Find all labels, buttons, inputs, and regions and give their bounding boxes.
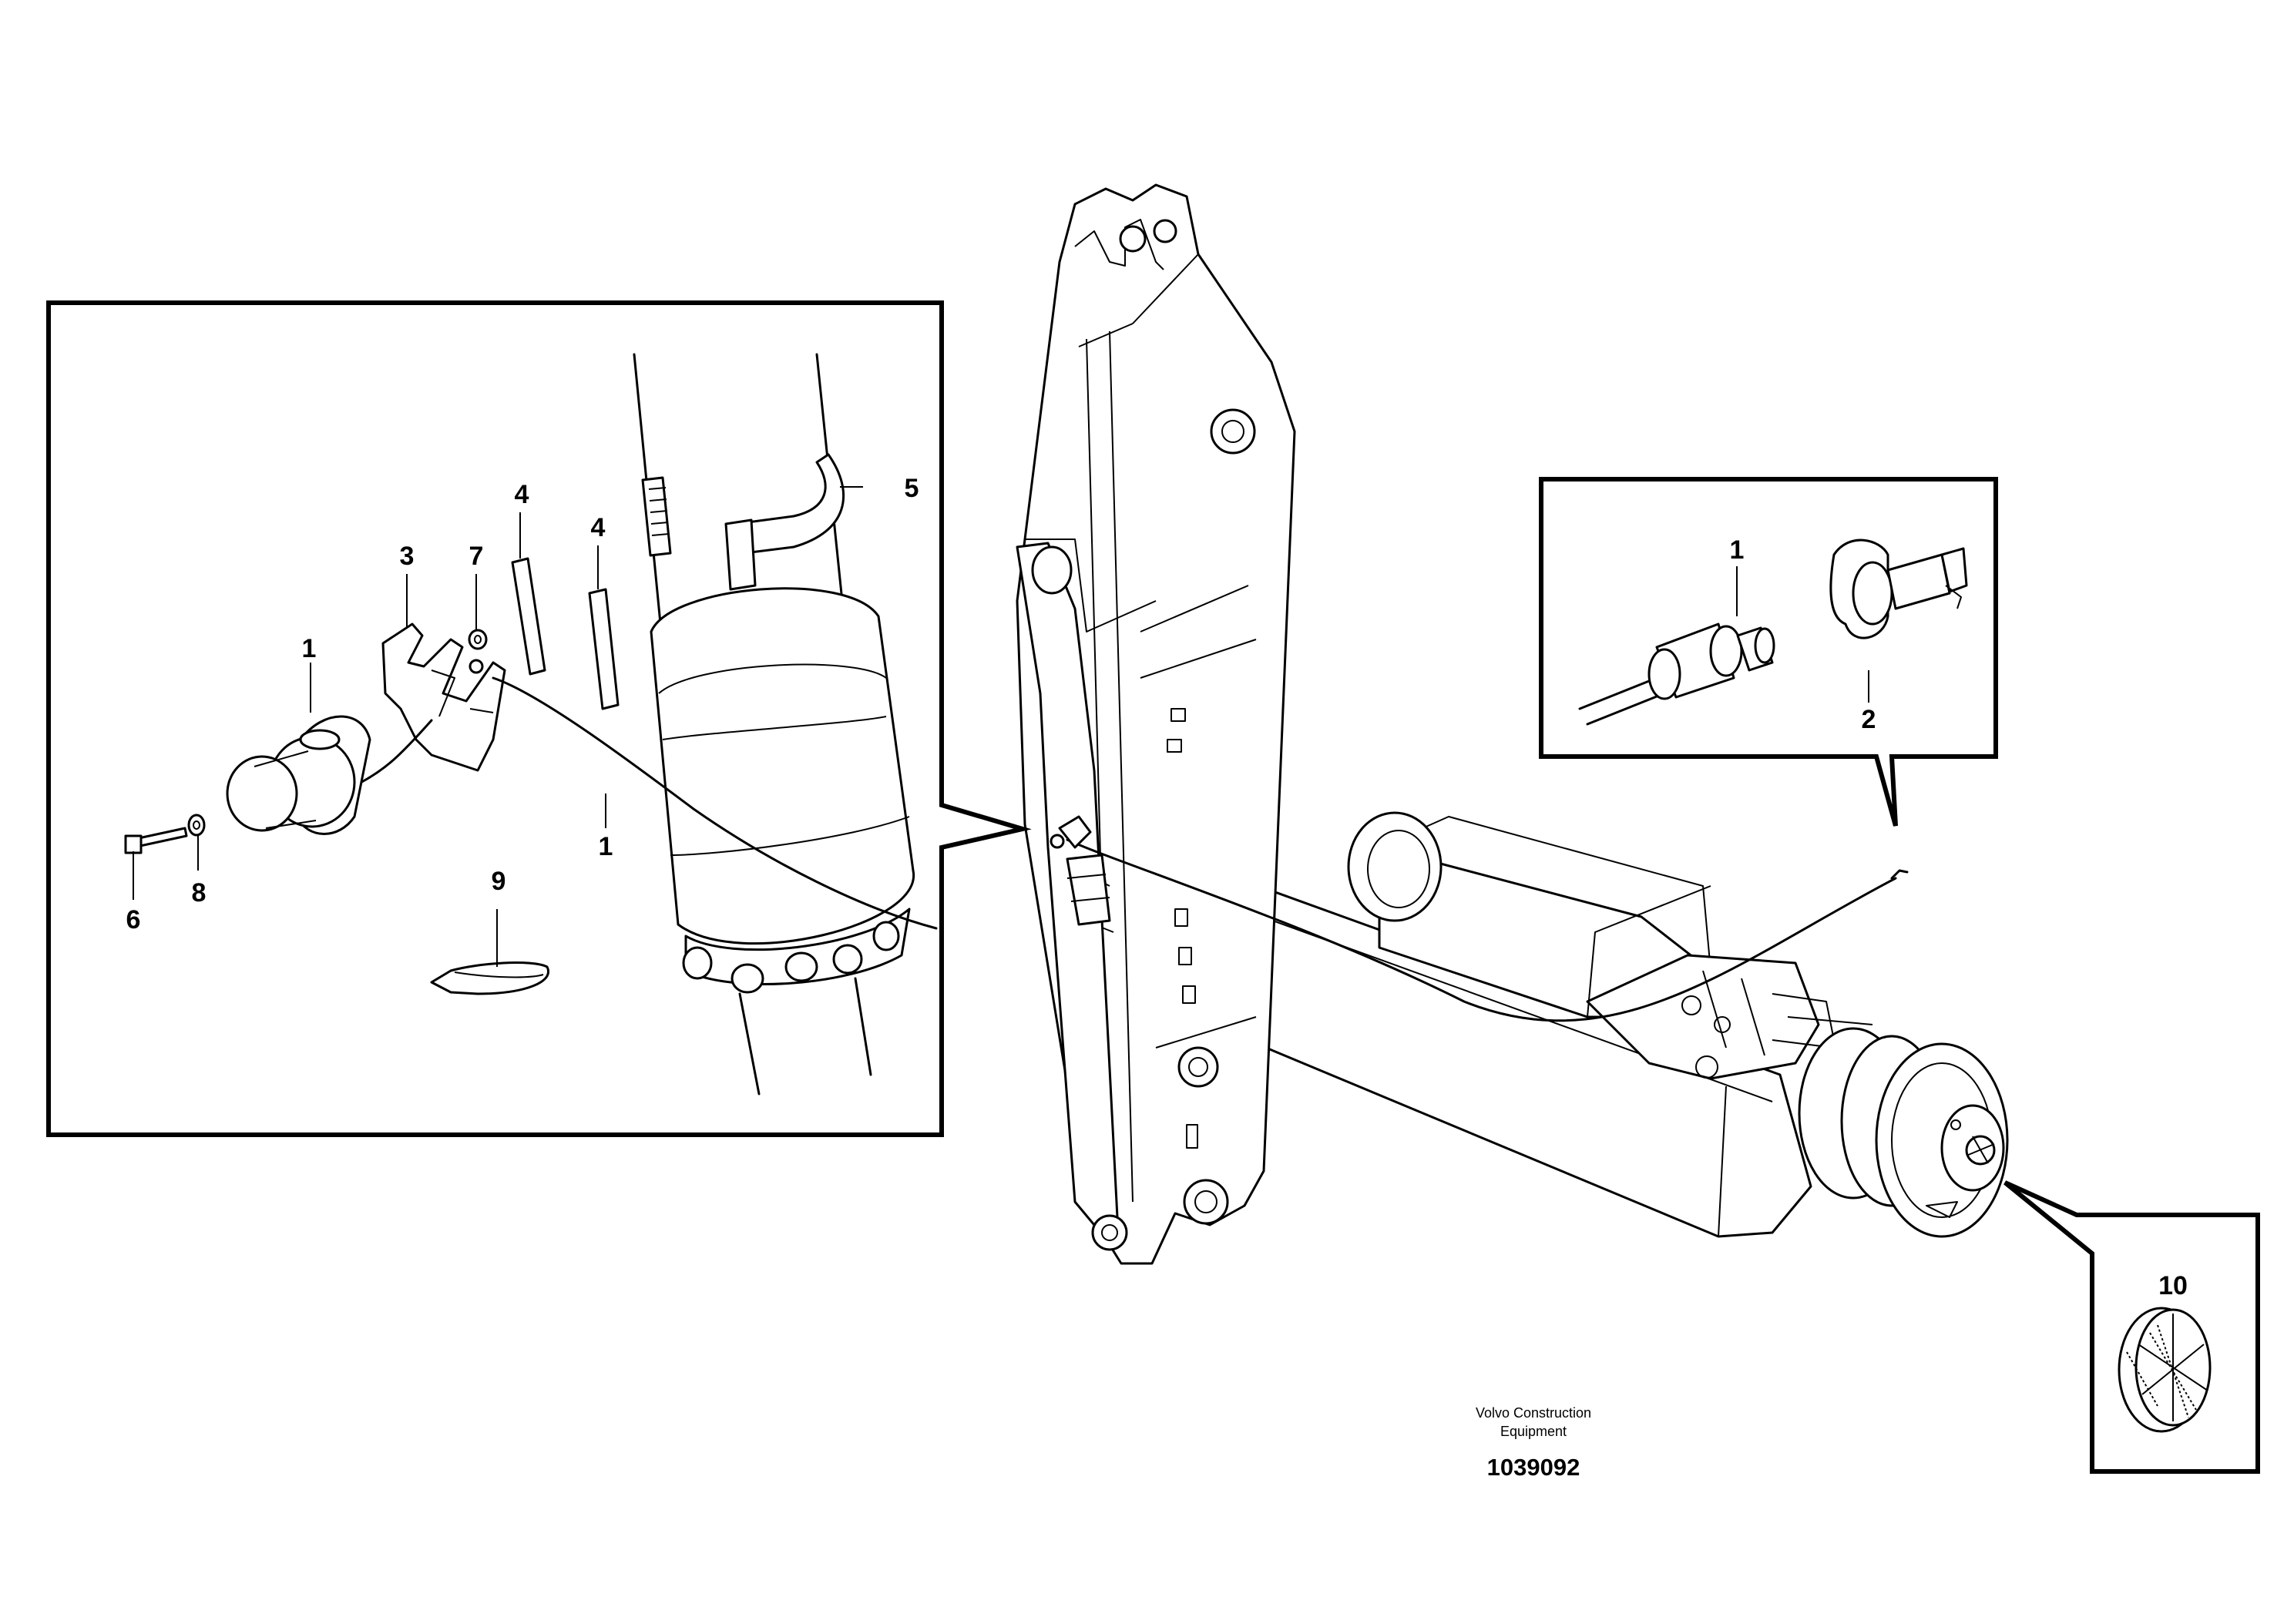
callout-1: 1 bbox=[302, 634, 317, 663]
company-name-line2: Equipment bbox=[1500, 1424, 1567, 1439]
leader-lines-left bbox=[133, 486, 863, 967]
drawing-footer: Volvo Construction Equipment 1039092 bbox=[1476, 1405, 1591, 1481]
callout-1-connector-plug: 1 bbox=[1730, 535, 1745, 565]
boom-cylinder bbox=[1016, 542, 1128, 1251]
connector-detail bbox=[1578, 539, 1968, 726]
callout-1-cable: 1 bbox=[599, 832, 613, 861]
callout-4-first: 4 bbox=[515, 480, 529, 509]
rear-camera-assembly bbox=[1798, 1027, 2009, 1238]
callout-10: 10 bbox=[2158, 1271, 2188, 1300]
callout-4-second: 4 bbox=[591, 513, 606, 542]
camera-cable-route bbox=[1050, 815, 1909, 1022]
cable-tie bbox=[430, 961, 549, 995]
callout-9: 9 bbox=[492, 867, 506, 896]
detail-view-cylinder-camera: 1 1 3 7 4 4 5 6 8 9 bbox=[46, 300, 1032, 1137]
callout-8: 8 bbox=[192, 878, 207, 908]
detail-view-reflector: 10 bbox=[2003, 1180, 2260, 1474]
callout-5: 5 bbox=[905, 474, 919, 503]
camera-bracket-detail bbox=[124, 622, 938, 930]
detail-view-connector: 1 2 bbox=[1539, 477, 1998, 827]
drawing-number: 1039092 bbox=[1487, 1454, 1580, 1481]
counterweight-body bbox=[1228, 811, 1873, 1238]
callouts-left: 1 1 3 7 4 4 5 6 8 9 bbox=[126, 474, 919, 934]
main-machine-view bbox=[1016, 183, 2009, 1265]
callout-6: 6 bbox=[126, 905, 141, 934]
callout-2-socket: 2 bbox=[1862, 705, 1876, 734]
callout-7: 7 bbox=[469, 542, 484, 571]
spacer-strips bbox=[511, 557, 620, 710]
callout-3: 3 bbox=[400, 542, 415, 571]
cylinder-detail bbox=[633, 353, 915, 1096]
company-name-line1: Volvo Construction bbox=[1476, 1405, 1591, 1421]
